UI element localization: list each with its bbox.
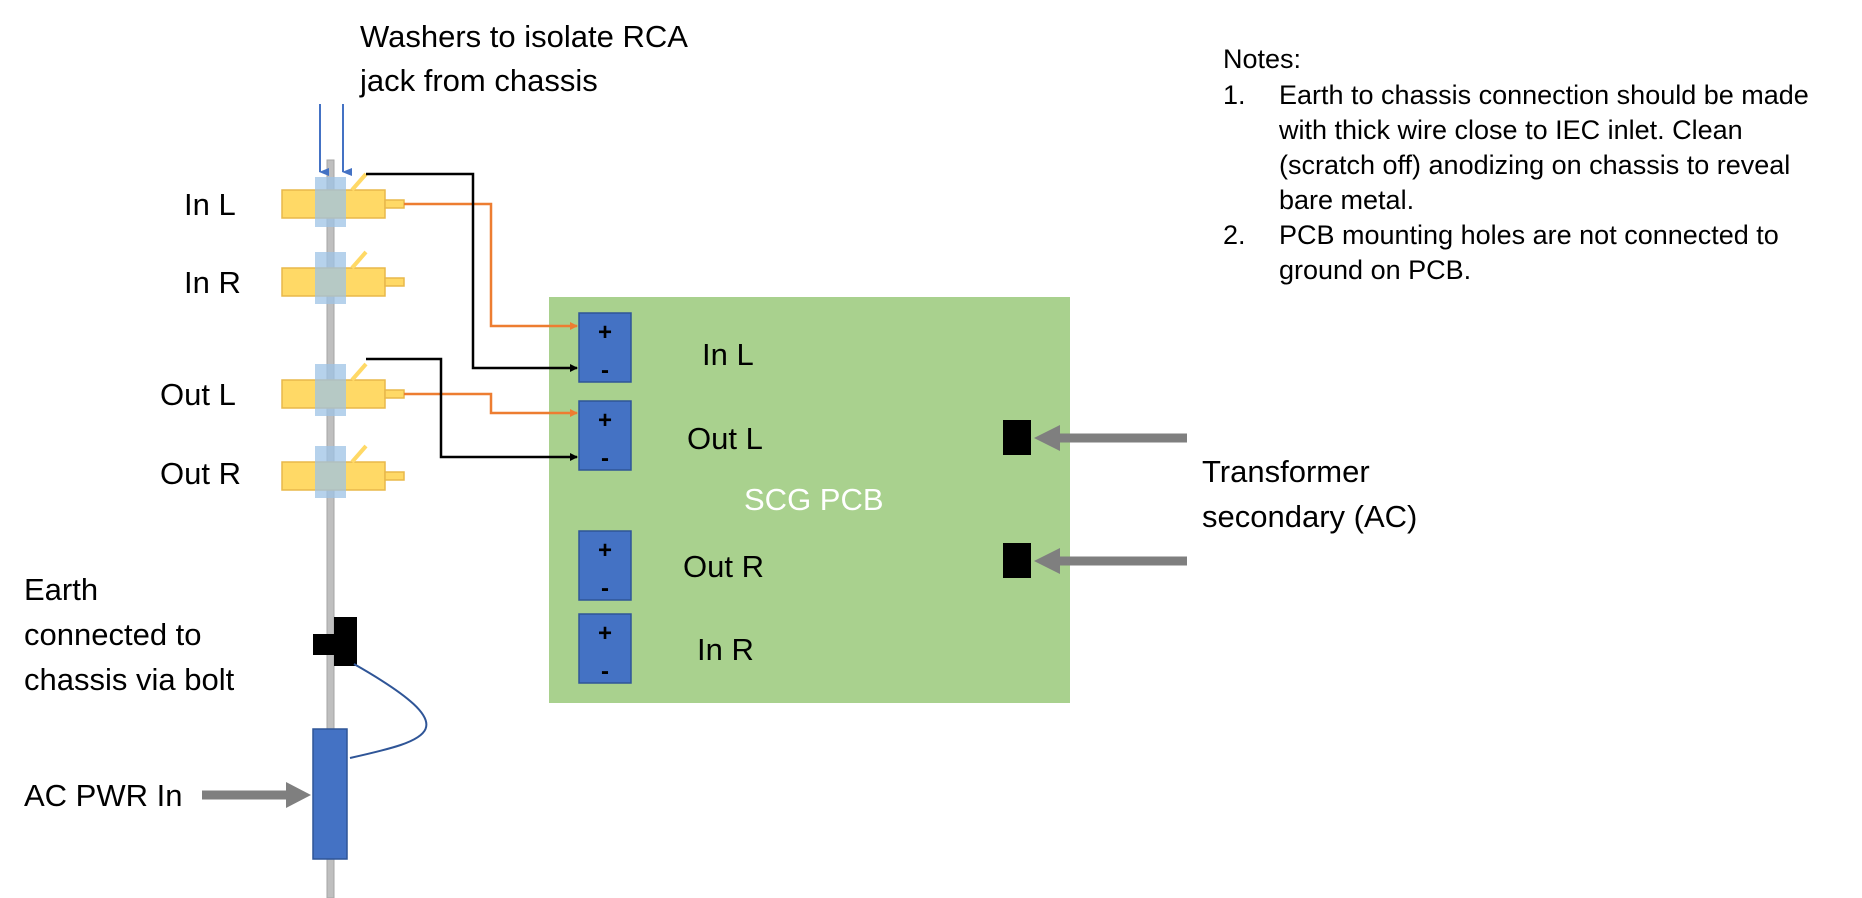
rca-solder-tab — [350, 250, 368, 270]
signal-wire-in-l — [404, 202, 578, 330]
terminal-block — [578, 530, 632, 601]
pcb-board — [549, 297, 1070, 703]
bolt-head — [334, 617, 357, 666]
ac-inlet — [312, 728, 348, 860]
terminal-out-l: + - — [578, 400, 632, 472]
note-2-number: 2. — [1223, 220, 1246, 250]
note-1-number: 1. — [1223, 80, 1246, 110]
earth-label-line1: Earth — [24, 572, 98, 607]
washer — [315, 252, 346, 304]
transformer-label-line2: secondary (AC) — [1202, 499, 1417, 534]
rca-tip — [384, 277, 405, 287]
washer — [315, 446, 346, 498]
terminal-block — [578, 400, 632, 471]
terminal-plus: + — [598, 537, 612, 564]
terminal-label-out-l: Out L — [687, 421, 763, 456]
transformer-connector-2 — [1003, 543, 1031, 578]
earth-wire — [349, 663, 428, 759]
bolt-nut — [313, 634, 334, 655]
terminal-label-in-r: In R — [697, 632, 754, 667]
ac-arrow-head — [286, 782, 311, 808]
terminal-minus: - — [601, 357, 609, 384]
rca-jack-in-l — [281, 172, 405, 227]
terminal-minus: - — [601, 445, 609, 472]
note-1-line1: Earth to chassis connection should be ma… — [1279, 80, 1809, 110]
earth-label-line3: chassis via bolt — [24, 662, 235, 697]
terminal-out-r: + - — [578, 530, 632, 602]
jack-label-in-l: In L — [184, 187, 236, 222]
terminal-minus: - — [601, 658, 609, 685]
earth-label-line2: connected to — [24, 617, 202, 652]
note-1-line3: (scratch off) anodizing on chassis to re… — [1279, 150, 1790, 180]
rca-jack-in-r — [281, 250, 405, 304]
terminal-in-l: + - — [578, 312, 632, 384]
washers-label-line2: jack from chassis — [359, 63, 598, 98]
terminal-label-out-r: Out R — [683, 549, 764, 584]
washer — [315, 177, 346, 227]
jack-label-out-l: Out L — [160, 377, 236, 412]
transformer-connector-1 — [1003, 420, 1031, 455]
terminal-plus: + — [598, 407, 612, 434]
terminal-in-r: + - — [578, 613, 632, 685]
chassis-wall — [326, 159, 335, 898]
terminal-minus: - — [601, 575, 609, 602]
earth-bolt — [313, 617, 357, 666]
ground-wire-in-l — [366, 172, 578, 372]
rca-tip — [384, 199, 405, 209]
rca-jack-out-r — [281, 444, 405, 498]
transformer-arrow-2-head — [1034, 548, 1060, 574]
rca-jack-out-l — [281, 362, 405, 416]
washers-label-line1: Washers to isolate RCA — [360, 19, 688, 54]
terminal-label-in-l: In L — [702, 337, 754, 372]
jack-label-out-r: Out R — [160, 456, 241, 491]
terminal-block — [578, 312, 632, 383]
rca-solder-tab — [350, 444, 368, 464]
rca-tip — [384, 471, 405, 481]
rca-solder-tab — [350, 172, 368, 192]
washer — [315, 364, 346, 416]
transformer-label-line1: Transformer — [1202, 454, 1370, 489]
pcb-label: SCG PCB — [744, 482, 884, 517]
rca-solder-tab — [350, 362, 368, 382]
notes-title: Notes: — [1223, 44, 1301, 74]
terminal-block — [578, 613, 632, 684]
signal-wire-out-l — [404, 392, 578, 417]
rca-tip — [384, 389, 405, 399]
ac-label: AC PWR In — [24, 778, 182, 813]
terminal-plus: + — [598, 319, 612, 346]
ground-wire-out-l — [366, 357, 578, 461]
note-1-line2: with thick wire close to IEC inlet. Clea… — [1278, 115, 1743, 145]
note-2-line2: ground on PCB. — [1279, 255, 1471, 285]
terminal-plus: + — [598, 620, 612, 647]
transformer-arrow-1-head — [1034, 425, 1060, 451]
note-1-line4: bare metal. — [1279, 185, 1414, 215]
jack-label-in-r: In R — [184, 265, 241, 300]
note-2-line1: PCB mounting holes are not connected to — [1279, 220, 1779, 250]
